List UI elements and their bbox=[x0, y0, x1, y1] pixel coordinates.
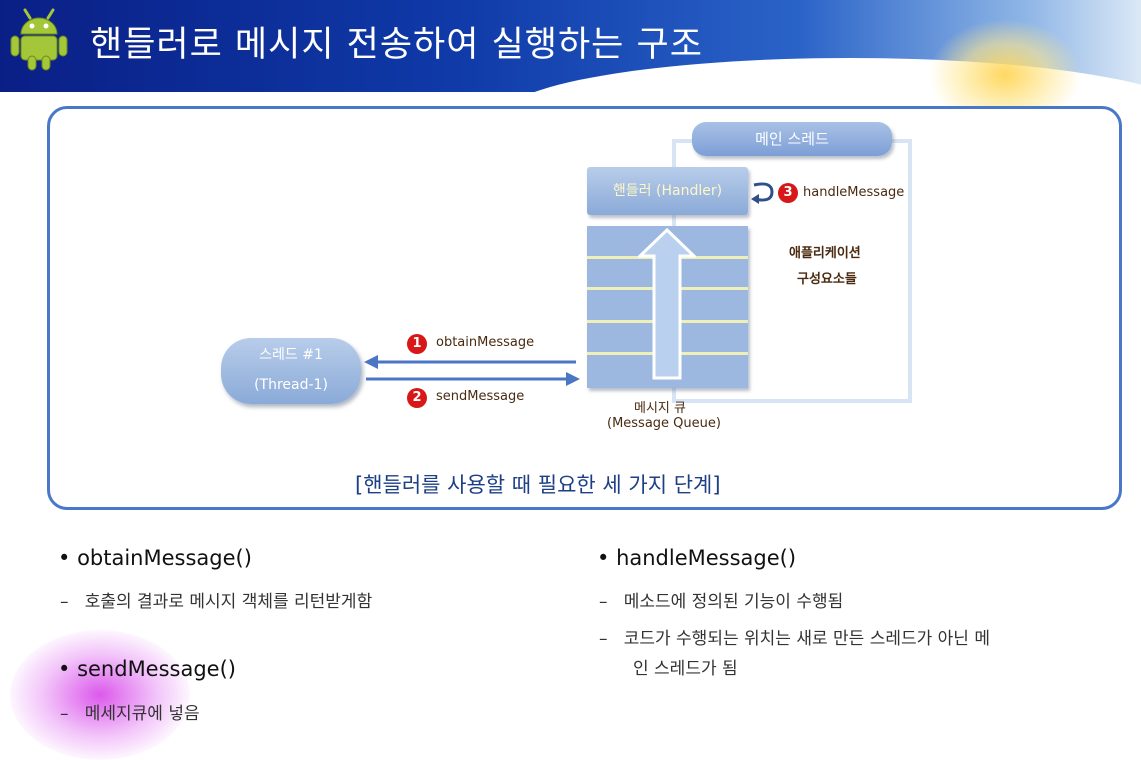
app-components-line1: 애플리케이션 bbox=[789, 246, 861, 261]
bullet-handle-label: handleMessage() bbox=[616, 546, 797, 570]
step2-label: sendMessage bbox=[436, 389, 525, 404]
bullet-obtain-message: • obtainMessage() bbox=[58, 546, 252, 570]
step3-badge: 3 bbox=[778, 183, 798, 203]
handler-box: 핸들러 (Handler) bbox=[587, 167, 748, 215]
diagram-caption: [핸들러를 사용할 때 필요한 세 가지 단계] bbox=[355, 473, 721, 497]
detail-obtain-text: 호출의 결과로 메시지 객체를 리턴받게함 bbox=[84, 592, 373, 612]
detail-send-message: – 메세지큐에 넣음 bbox=[60, 704, 200, 724]
diagram-frame bbox=[47, 106, 1122, 510]
main-thread-label: 메인 스레드 bbox=[692, 122, 892, 156]
detail-handle-text-2b: 인 스레드가 됨 bbox=[633, 659, 738, 679]
detail-handle-message-2: – 코드가 수행되는 위치는 새로 만든 스레드가 아닌 메 bbox=[599, 629, 990, 649]
bullet-handle-message: • handleMessage() bbox=[597, 546, 797, 570]
queue-label-korean: 메시지 큐 bbox=[634, 401, 686, 416]
step1-label: obtainMessage bbox=[436, 335, 535, 350]
message-arrows bbox=[364, 355, 580, 386]
queue-up-arrow-icon bbox=[638, 228, 696, 380]
detail-handle-message-2b: 인 스레드가 됨 bbox=[633, 654, 738, 679]
thread1-name: 스레드 #1 bbox=[259, 347, 323, 363]
detail-obtain-message: – 호출의 결과로 메시지 객체를 리턴받게함 bbox=[60, 592, 373, 612]
bullet-obtain-label: obtainMessage() bbox=[77, 546, 252, 570]
detail-handle-message-1: – 메소드에 정의된 기능이 수행됨 bbox=[599, 592, 844, 612]
page-title: 핸들러로 메시지 전송하여 실행하는 구조 bbox=[90, 25, 703, 65]
thread1-box: 스레드 #1 (Thread-1) bbox=[221, 338, 361, 404]
detail-send-text: 메세지큐에 넣음 bbox=[84, 704, 200, 724]
loop-arrow-icon bbox=[751, 182, 774, 204]
step1-badge: 1 bbox=[407, 334, 427, 354]
detail-handle-text-1: 메소드에 정의된 기능이 수행됨 bbox=[623, 592, 844, 612]
queue-label-english: (Message Queue) bbox=[607, 416, 721, 431]
detail-handle-text-2: 코드가 수행되는 위치는 새로 만든 스레드가 아닌 메 bbox=[623, 629, 990, 649]
step3-label: handleMessage bbox=[803, 185, 905, 200]
decorative-glow-pink bbox=[10, 630, 190, 760]
app-components-line2: 구성요소들 bbox=[797, 272, 857, 287]
step2-badge: 2 bbox=[407, 388, 427, 408]
bullet-send-message: • sendMessage() bbox=[58, 657, 236, 681]
thread1-id: (Thread-1) bbox=[254, 377, 328, 393]
bullet-send-label: sendMessage() bbox=[77, 657, 236, 681]
android-logo-icon bbox=[10, 8, 68, 71]
